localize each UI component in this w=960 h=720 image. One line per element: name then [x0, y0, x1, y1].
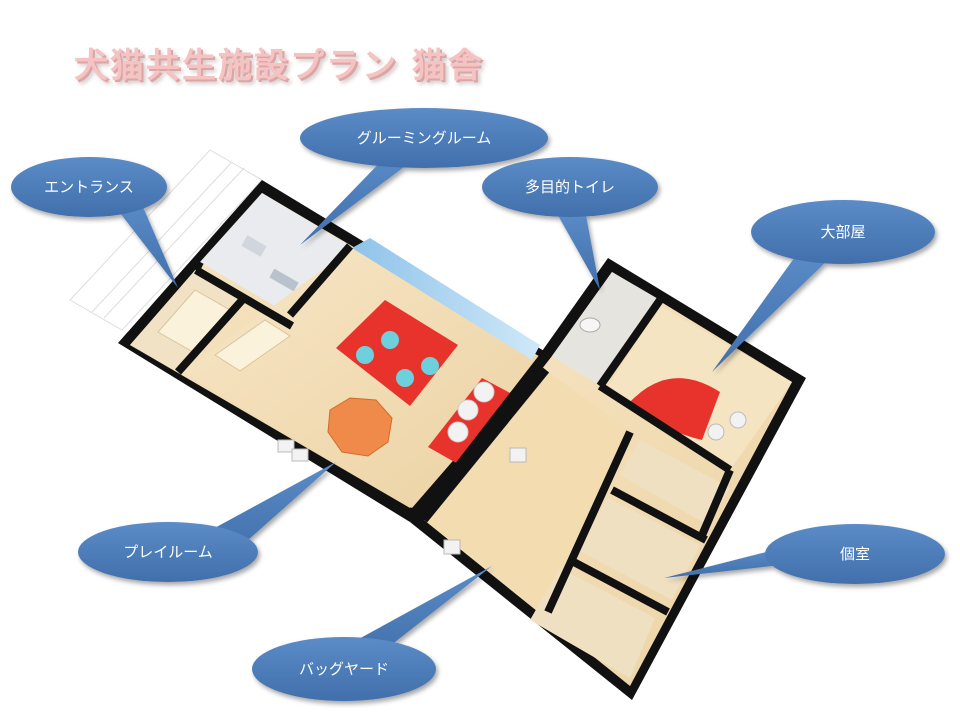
page-title: 犬猫共生施設プラン 猫舎 — [74, 46, 484, 86]
callout-backyard: バッグヤード — [252, 566, 492, 701]
callout-backyard-label: バッグヤード — [299, 660, 389, 678]
octagon-table — [327, 397, 393, 457]
callout-entrance-label: エントランス — [44, 178, 134, 196]
backyard-room — [424, 370, 630, 612]
right-block — [410, 258, 806, 700]
callout-large-room: 大部屋 — [712, 200, 935, 372]
callout-private-room-label: 個室 — [840, 545, 870, 563]
private-room-2 — [578, 498, 700, 600]
callout-play-room-label: プレイルーム — [123, 543, 213, 561]
left-block — [118, 180, 554, 522]
callout-grooming-label: グルーミングルーム — [357, 129, 492, 147]
toilet-room — [552, 272, 660, 386]
red-rug-top — [336, 300, 458, 406]
callout-toilet-label: 多目的トイレ — [525, 178, 615, 196]
callout-grooming: グルーミングルーム — [300, 108, 548, 245]
private-room-3 — [530, 568, 655, 678]
callout-play-room: プレイルーム — [78, 462, 336, 582]
callout-large-room-label: 大部屋 — [820, 223, 865, 241]
private-room-1 — [620, 440, 730, 525]
callout-private-room: 個室 — [664, 524, 945, 584]
callout-entrance: エントランス — [11, 157, 178, 288]
callout-toilet: 多目的トイレ — [482, 157, 658, 290]
